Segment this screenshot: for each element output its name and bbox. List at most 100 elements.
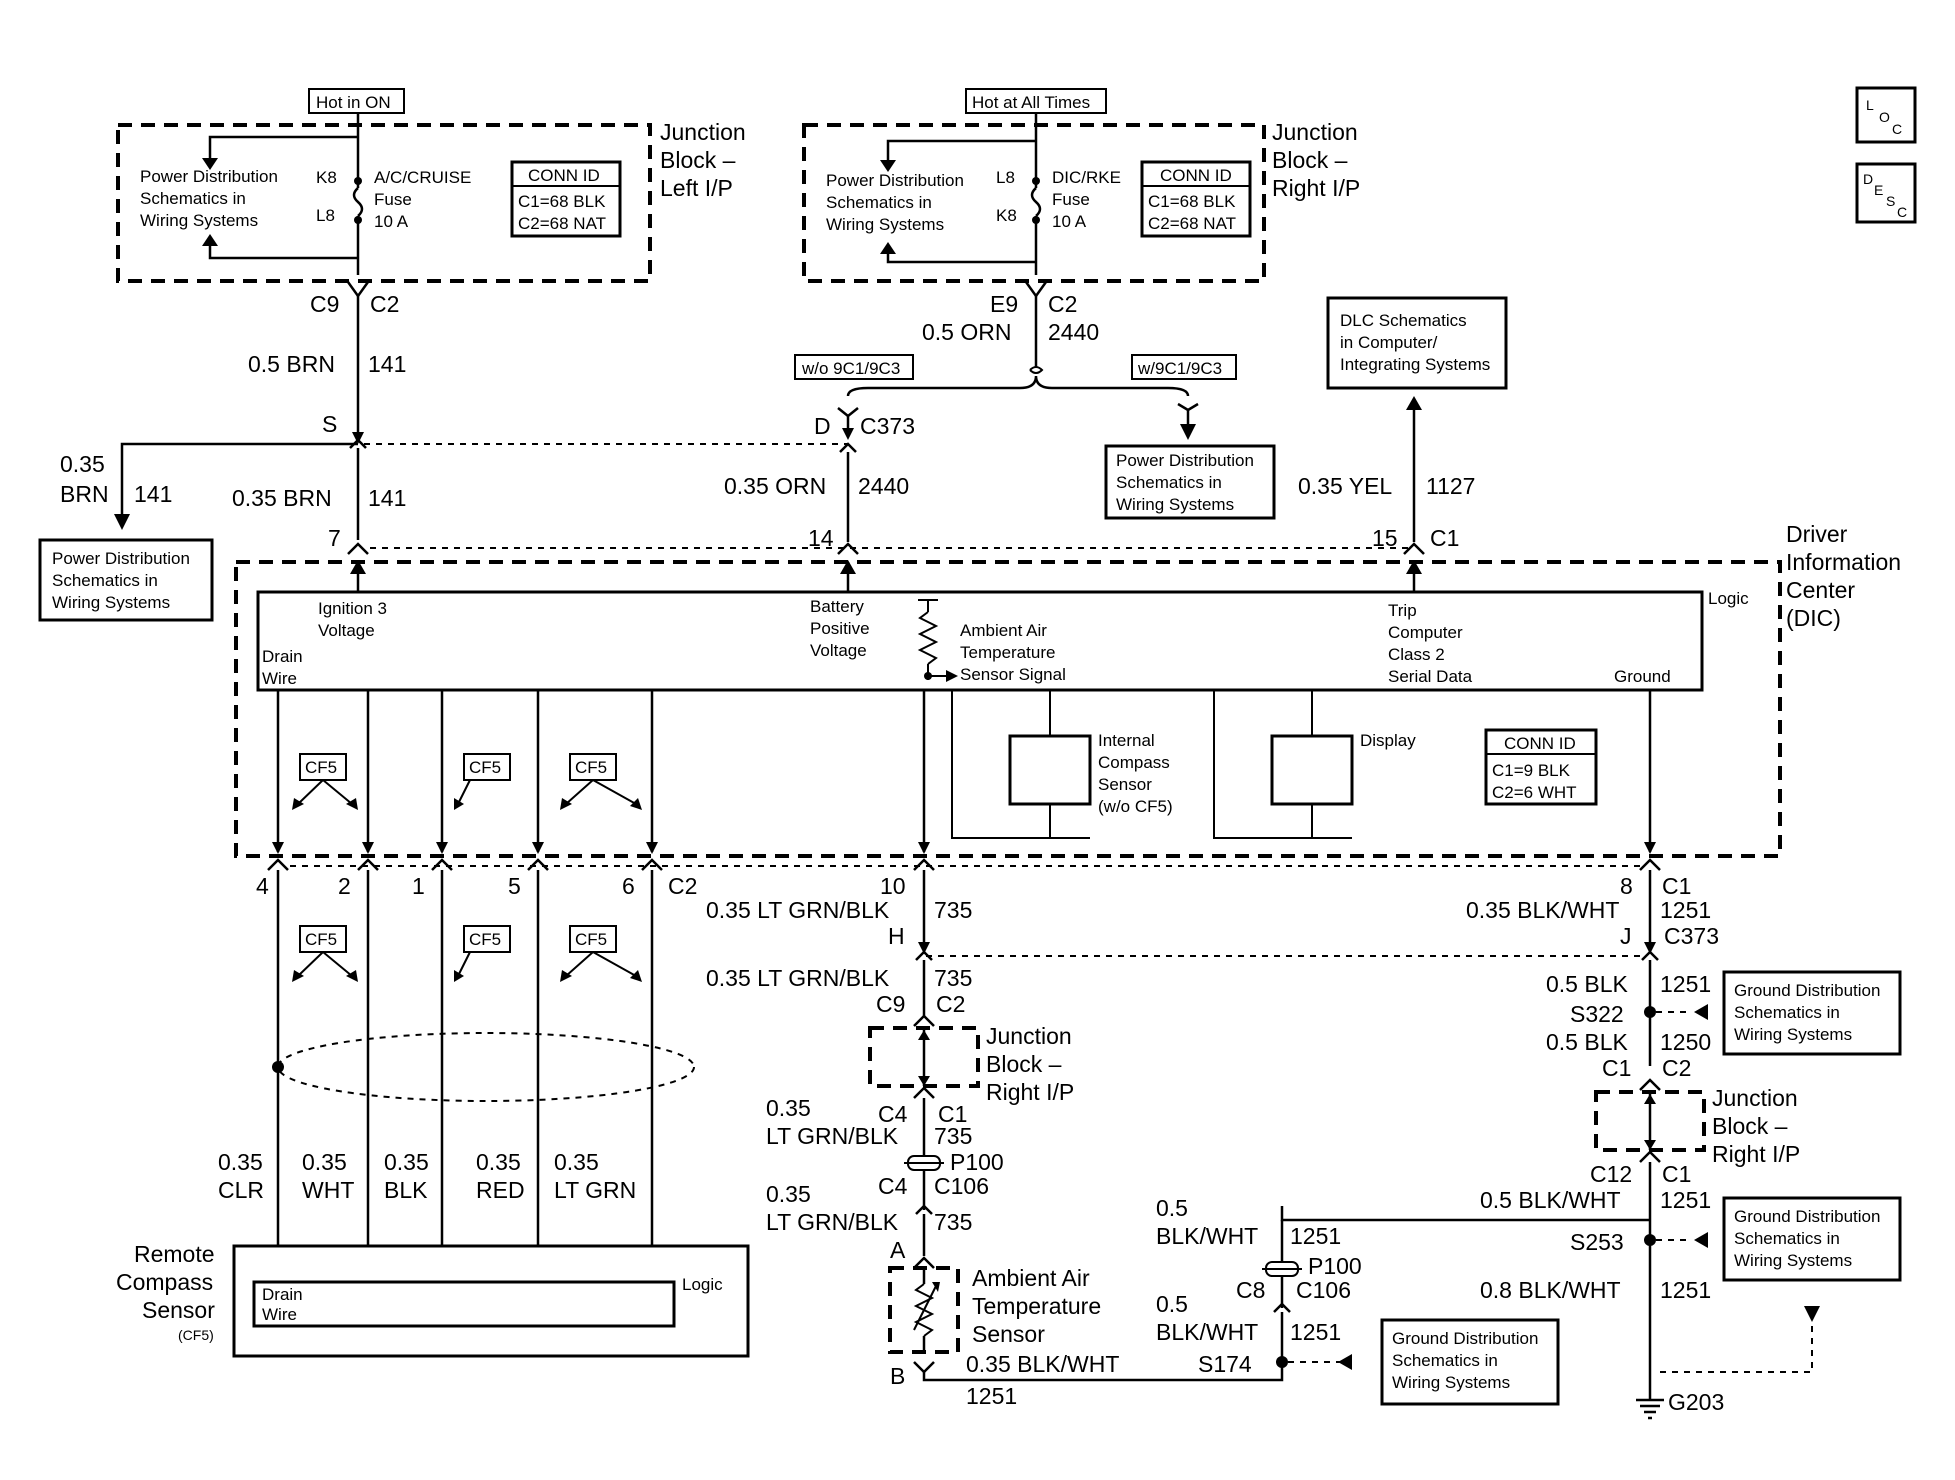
svg-text:Hot in ON: Hot in ON — [316, 93, 391, 112]
svg-text:G203: G203 — [1668, 1389, 1724, 1415]
svg-text:Junction: Junction — [1272, 119, 1358, 145]
ref-power-distribution-mid[interactable]: Power Distribution Schematics in Wiring … — [1104, 444, 1276, 520]
svg-text:CF5: CF5 — [469, 758, 501, 777]
svg-text:141: 141 — [134, 481, 172, 507]
svg-text:BLK/WHT: BLK/WHT — [1156, 1223, 1258, 1249]
svg-text:Ground Distribution: Ground Distribution — [1734, 1207, 1880, 1226]
svg-text:C: C — [1897, 204, 1907, 220]
svg-text:C8: C8 — [1236, 1277, 1265, 1303]
svg-text:Block –: Block – — [1272, 147, 1348, 173]
svg-text:0.35: 0.35 — [476, 1149, 521, 1175]
svg-text:735: 735 — [934, 1123, 972, 1149]
svg-text:Schematics in: Schematics in — [52, 571, 158, 590]
svg-text:Fuse: Fuse — [374, 190, 412, 209]
svg-text:S322: S322 — [1570, 1001, 1624, 1027]
svg-text:Drain: Drain — [262, 1285, 303, 1304]
svg-text:C12: C12 — [1590, 1161, 1632, 1187]
svg-text:C2=68 NAT: C2=68 NAT — [518, 214, 606, 233]
remote-compass-sensor: Remote Compass Sensor (CF5) Drain Wire L… — [116, 1241, 750, 1358]
svg-text:Block –: Block – — [660, 147, 736, 173]
svg-text:C: C — [1892, 121, 1902, 137]
svg-text:Ambient Air: Ambient Air — [972, 1265, 1090, 1291]
svg-text:15: 15 — [1372, 525, 1398, 551]
svg-text:Wiring Systems: Wiring Systems — [52, 593, 170, 612]
svg-text:14: 14 — [808, 525, 834, 551]
svg-text:1251: 1251 — [1660, 1277, 1711, 1303]
svg-text:Integrating Systems: Integrating Systems — [1340, 355, 1490, 374]
svg-text:O: O — [1879, 109, 1890, 125]
svg-text:0.5 BLK: 0.5 BLK — [1546, 971, 1628, 997]
svg-text:Internal: Internal — [1098, 731, 1155, 750]
svg-text:0.5: 0.5 — [1156, 1291, 1188, 1317]
svg-text:DIC/RKE: DIC/RKE — [1052, 168, 1121, 187]
svg-text:C2: C2 — [1662, 1055, 1691, 1081]
svg-text:Center: Center — [1786, 577, 1855, 603]
svg-text:Trip: Trip — [1388, 601, 1417, 620]
svg-text:Wire: Wire — [262, 669, 297, 688]
svg-text:C4: C4 — [878, 1173, 908, 1199]
svg-text:(w/o CF5): (w/o CF5) — [1098, 797, 1173, 816]
svg-text:Battery: Battery — [810, 597, 864, 616]
svg-text:C2: C2 — [1048, 291, 1077, 317]
svg-text:10: 10 — [880, 873, 906, 899]
svg-text:C9: C9 — [310, 291, 339, 317]
svg-text:Positive: Positive — [810, 619, 870, 638]
svg-text:Right I/P: Right I/P — [1712, 1141, 1800, 1167]
svg-text:0.5 BLK/WHT: 0.5 BLK/WHT — [1480, 1187, 1621, 1213]
svg-text:Right I/P: Right I/P — [1272, 175, 1360, 201]
svg-text:K8: K8 — [316, 168, 337, 187]
svg-text:LT GRN/BLK: LT GRN/BLK — [766, 1123, 899, 1149]
svg-text:w/9C1/9C3: w/9C1/9C3 — [1137, 359, 1222, 378]
svg-text:0.35 LT GRN/BLK: 0.35 LT GRN/BLK — [706, 965, 890, 991]
ref-power-distribution-left[interactable]: Power Distribution Schematics in Wiring … — [38, 538, 214, 622]
svg-text:0.35: 0.35 — [302, 1149, 347, 1175]
svg-text:Schematics in: Schematics in — [1116, 473, 1222, 492]
compass-wires-dic — [272, 690, 1656, 854]
ref-ground-distribution-bottom[interactable]: Ground Distribution Schematics in Wiring… — [1380, 1318, 1560, 1406]
svg-text:Wiring Systems: Wiring Systems — [1734, 1025, 1852, 1044]
svg-text:Logic: Logic — [1708, 589, 1749, 608]
svg-text:CF5: CF5 — [469, 930, 501, 949]
svg-text:CONN ID: CONN ID — [528, 166, 600, 185]
svg-text:DLC Schematics: DLC Schematics — [1340, 311, 1467, 330]
svg-text:Block –: Block – — [986, 1051, 1062, 1077]
junction-block-left-ip: Junction Block – Left I/P Power Distribu… — [116, 113, 746, 283]
desc-icon[interactable]: D E S C — [1855, 162, 1917, 224]
svg-text:C1: C1 — [1602, 1055, 1631, 1081]
ref-dlc-schematics[interactable]: DLC Schematics in Computer/ Integrating … — [1326, 296, 1508, 390]
wire-735-chain: 10 0.35 LT GRN/BLK 735 H 0.35 LT GRN/BLK… — [706, 858, 1284, 1409]
svg-text:A/C/CRUISE: A/C/CRUISE — [374, 168, 471, 187]
svg-text:B: B — [890, 1363, 905, 1389]
svg-text:CLR: CLR — [218, 1177, 264, 1203]
svg-text:C4: C4 — [878, 1101, 908, 1127]
svg-text:Ignition 3: Ignition 3 — [318, 599, 387, 618]
cf5-tag-row2: CF5 CF5 CF5 — [292, 925, 642, 982]
svg-text:1251: 1251 — [966, 1383, 1017, 1409]
svg-text:0.35: 0.35 — [766, 1095, 811, 1121]
svg-text:P100: P100 — [950, 1149, 1004, 1175]
svg-text:7: 7 — [328, 525, 341, 551]
svg-text:0.35: 0.35 — [554, 1149, 599, 1175]
svg-text:735: 735 — [934, 1209, 972, 1235]
svg-text:RED: RED — [476, 1177, 525, 1203]
svg-text:C106: C106 — [1296, 1277, 1351, 1303]
svg-text:Sensor: Sensor — [972, 1321, 1045, 1347]
loc-icon[interactable]: L O C — [1855, 86, 1917, 144]
junction-block-right-ip-top: Junction Block – Right I/P Power Distrib… — [802, 113, 1360, 283]
svg-text:0.35 YEL: 0.35 YEL — [1298, 473, 1392, 499]
ref-ground-distribution-s322[interactable]: Ground Distribution Schematics in Wiring… — [1722, 970, 1902, 1056]
svg-text:E: E — [1874, 182, 1883, 198]
svg-text:10 A: 10 A — [374, 212, 409, 231]
svg-text:Hot at All Times: Hot at All Times — [972, 93, 1090, 112]
svg-text:C1: C1 — [1662, 873, 1691, 899]
ground-wire-s174: 0.5 BLK/WHT 1251 P100 C8 C106 0.5 BLK/WH… — [1156, 1195, 1650, 1377]
wire-1251-chain: 8 C1 0.35 BLK/WHT 1251 J C373 0.5 BLK 12… — [926, 858, 1820, 1420]
svg-text:4: 4 — [256, 873, 269, 899]
svg-text:(CF5): (CF5) — [178, 1327, 214, 1343]
ref-ground-distribution-s253[interactable]: Ground Distribution Schematics in Wiring… — [1722, 1196, 1902, 1282]
svg-text:1127: 1127 — [1426, 473, 1475, 499]
svg-text:C2=68 NAT: C2=68 NAT — [1148, 214, 1236, 233]
svg-text:Power Distribution: Power Distribution — [52, 549, 190, 568]
svg-text:Class 2: Class 2 — [1388, 645, 1445, 664]
